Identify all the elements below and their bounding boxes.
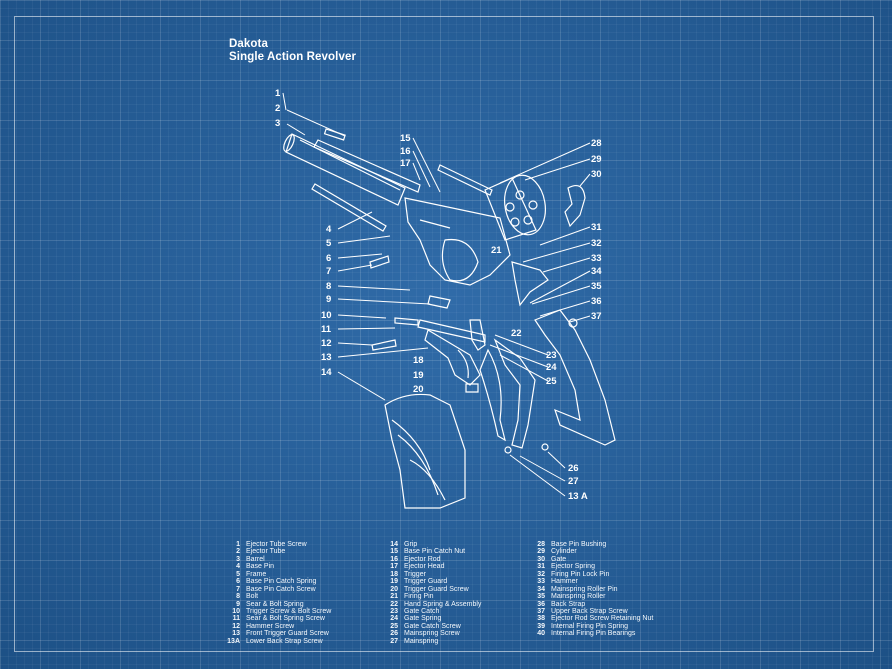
- callout: 8: [326, 281, 331, 292]
- callout: 7: [326, 266, 331, 277]
- callout: 19: [413, 370, 424, 381]
- callout: 20: [413, 384, 424, 395]
- callout: 29: [591, 154, 602, 165]
- callout: 12: [321, 338, 332, 349]
- callout: 13: [321, 352, 332, 363]
- callout: 30: [591, 169, 602, 180]
- title-line-2: Single Action Revolver: [229, 51, 357, 63]
- callout: 32: [591, 238, 602, 249]
- callout: 27: [568, 476, 579, 487]
- callout: 3: [275, 118, 280, 129]
- callout: 28: [591, 138, 602, 149]
- callout: 24: [546, 362, 557, 373]
- callout: 10: [321, 310, 332, 321]
- callout: 13 A: [568, 491, 588, 502]
- callout: 2: [275, 103, 280, 114]
- title-line-1: Dakota: [229, 38, 268, 50]
- callout: 18: [413, 355, 424, 366]
- callout: 9: [326, 294, 331, 305]
- callout: 6: [326, 253, 331, 264]
- callout: 37: [591, 311, 602, 322]
- callout: 35: [591, 281, 602, 292]
- callout: 23: [546, 350, 557, 361]
- callout-labels: 1 2 3 4 5 6 7 8 9 10 11 12 13 14 15 16 1…: [275, 88, 602, 502]
- callout: 17: [400, 158, 411, 169]
- callout: 15: [400, 133, 411, 144]
- callout: 22: [511, 328, 522, 339]
- callout: 4: [326, 224, 332, 235]
- callout: 31: [591, 222, 602, 233]
- callout: 16: [400, 146, 411, 157]
- callout: 26: [568, 463, 579, 474]
- callout: 21: [491, 245, 502, 256]
- callout: 25: [546, 376, 557, 387]
- callout: 36: [591, 296, 602, 307]
- callout: 1: [275, 88, 281, 99]
- callout: 33: [591, 253, 602, 264]
- callout: 5: [326, 238, 332, 249]
- title-block: Dakota Single Action Revolver: [229, 38, 356, 64]
- callout: 14: [321, 367, 332, 378]
- callout: 11: [321, 324, 332, 335]
- blueprint-frame: [14, 16, 874, 652]
- callout: 34: [591, 266, 602, 277]
- parts: [283, 128, 616, 509]
